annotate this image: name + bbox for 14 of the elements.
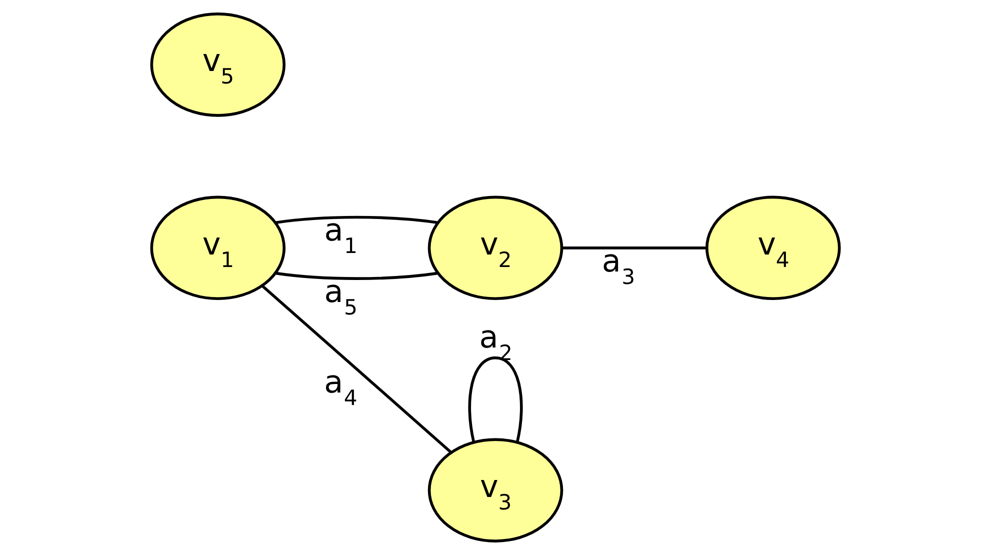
connector bbox=[260, 284, 452, 454]
connector bbox=[274, 272, 438, 280]
edge-label: a$_{3}$ bbox=[601, 243, 635, 289]
node-ellipse: v$_{2}$ bbox=[427, 196, 563, 300]
connector bbox=[562, 246, 706, 250]
edge-label: a$_{5}$ bbox=[324, 274, 357, 320]
connector bbox=[468, 356, 522, 442]
node-ellipse: v$_{5}$ bbox=[150, 12, 286, 117]
edge-label: a$_{4}$ bbox=[324, 364, 357, 410]
edge-label: a$_{1}$ bbox=[324, 212, 357, 258]
node-ellipse: v$_{3}$ bbox=[427, 438, 563, 542]
node-ellipse: v$_{1}$ bbox=[150, 196, 286, 300]
node-ellipse: v$_{4}$ bbox=[704, 196, 840, 300]
connector bbox=[274, 216, 438, 224]
